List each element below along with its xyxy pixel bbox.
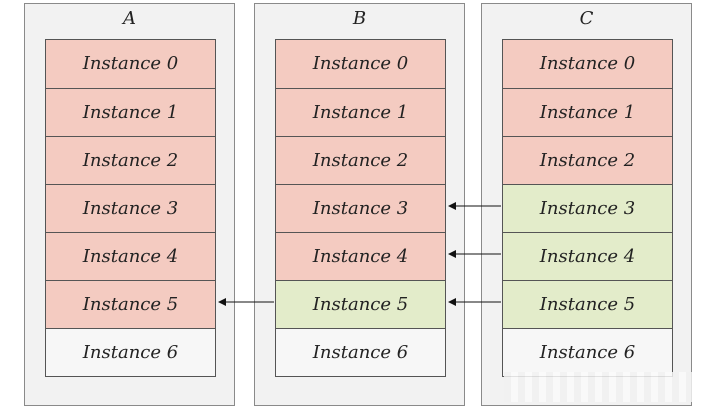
instance-cell: Instance 4 bbox=[46, 232, 215, 280]
instance-stack: Instance 0 Instance 1 Instance 2 Instanc… bbox=[45, 39, 216, 377]
instance-cell: Instance 2 bbox=[46, 136, 215, 184]
panel-a: A Instance 0 Instance 1 Instance 2 Insta… bbox=[24, 3, 235, 406]
instance-cell: Instance 3 bbox=[46, 184, 215, 232]
instance-cell: Instance 3 bbox=[503, 184, 672, 232]
panel-title: C bbox=[579, 8, 594, 29]
instance-cell: Instance 0 bbox=[503, 40, 672, 88]
instance-cell: Instance 4 bbox=[276, 232, 445, 280]
instance-cell: Instance 2 bbox=[276, 136, 445, 184]
instance-cell: Instance 0 bbox=[46, 40, 215, 88]
instance-cell: Instance 0 bbox=[276, 40, 445, 88]
instance-stack: Instance 0 Instance 1 Instance 2 Instanc… bbox=[502, 39, 673, 377]
instance-cell: Instance 6 bbox=[276, 328, 445, 376]
instance-cell: Instance 1 bbox=[46, 88, 215, 136]
instance-cell: Instance 1 bbox=[276, 88, 445, 136]
instance-cell: Instance 1 bbox=[503, 88, 672, 136]
panel-b: B Instance 0 Instance 1 Instance 2 Insta… bbox=[254, 3, 465, 406]
watermark bbox=[504, 372, 692, 402]
instance-cell: Instance 3 bbox=[276, 184, 445, 232]
instance-cell: Instance 4 bbox=[503, 232, 672, 280]
instance-cell: Instance 6 bbox=[46, 328, 215, 376]
instance-cell: Instance 2 bbox=[503, 136, 672, 184]
instance-cell: Instance 5 bbox=[503, 280, 672, 328]
panel-title: B bbox=[352, 8, 367, 29]
instance-cell: Instance 6 bbox=[503, 328, 672, 376]
instance-cell: Instance 5 bbox=[46, 280, 215, 328]
panel-c: C Instance 0 Instance 1 Instance 2 Insta… bbox=[481, 3, 692, 406]
instance-stack: Instance 0 Instance 1 Instance 2 Instanc… bbox=[275, 39, 446, 377]
panel-title: A bbox=[123, 8, 136, 29]
instance-cell: Instance 5 bbox=[276, 280, 445, 328]
